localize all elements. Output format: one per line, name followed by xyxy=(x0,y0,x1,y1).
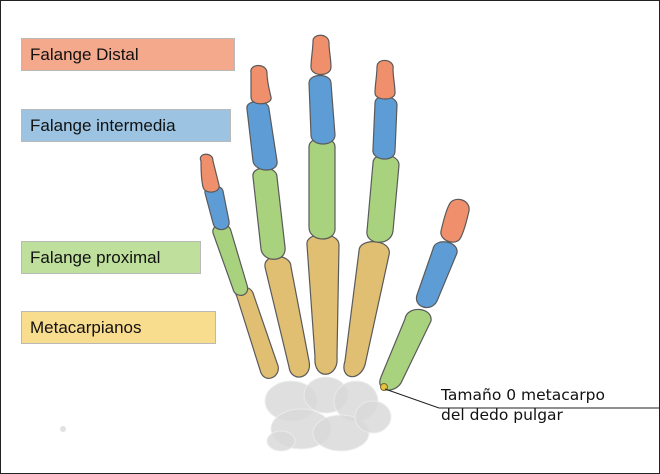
metacarpal-middle xyxy=(307,235,339,375)
intermediate-middle xyxy=(309,76,335,145)
callout-line-2: del dedo pulgar xyxy=(441,405,605,425)
metacarpal-index xyxy=(344,242,389,377)
proximal-middle xyxy=(309,138,335,239)
intermediate-index xyxy=(373,96,397,159)
proximal-ring xyxy=(253,168,285,259)
proximal-index xyxy=(367,155,399,242)
intermediate-phalanges xyxy=(205,76,397,230)
intermediate-ring xyxy=(247,102,277,171)
small-dot xyxy=(60,426,66,432)
metacarpal-thumb xyxy=(380,309,431,390)
distal-middle xyxy=(311,35,331,74)
distal-ring xyxy=(251,66,271,104)
callout-leader-line xyxy=(385,389,439,408)
distal-index xyxy=(375,60,395,99)
intermediate-little xyxy=(205,186,229,230)
metacarpal-bones xyxy=(236,235,431,391)
callout-line-1: Tamaño 0 metacarpo xyxy=(441,385,605,405)
callout-text: Tamaño 0 metacarpo del dedo pulgar xyxy=(441,385,605,425)
carpal-bones xyxy=(265,377,391,451)
distal-thumb xyxy=(441,199,469,242)
distal-little xyxy=(200,154,219,192)
proximal-thumb xyxy=(416,242,457,308)
metacarpal-little xyxy=(236,287,279,378)
proximal-little xyxy=(213,224,248,295)
